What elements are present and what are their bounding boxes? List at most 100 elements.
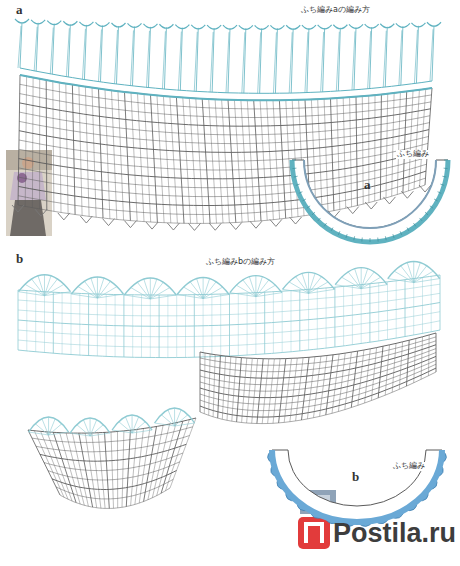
chart-stroke	[411, 23, 425, 27]
chart-stroke	[97, 294, 123, 298]
chart-stroke	[352, 31, 355, 89]
chart-stroke	[399, 342, 402, 390]
chart-stroke	[95, 22, 109, 26]
chart-stroke	[146, 31, 149, 88]
chart-stroke	[12, 205, 24, 212]
chart-stroke	[238, 293, 239, 355]
chart-stroke	[392, 93, 394, 196]
chart-stroke	[270, 219, 282, 226]
chart-stroke	[332, 354, 339, 413]
chart-stroke	[135, 429, 144, 505]
chart-stroke	[242, 358, 247, 423]
chart-stroke	[365, 349, 371, 403]
chart-stroke	[85, 433, 97, 508]
chart-stroke	[150, 278, 151, 299]
chart-stroke	[53, 81, 54, 211]
chart-stroke	[123, 295, 124, 357]
chart-stroke	[273, 359, 280, 424]
chart-stroke	[302, 25, 316, 29]
chart-stroke	[19, 150, 428, 178]
schematic-letter: a	[364, 178, 371, 192]
chart-stroke	[249, 277, 256, 297]
chart-stroke	[44, 275, 45, 296]
chart-stroke	[355, 269, 362, 289]
chart-stroke	[210, 32, 213, 92]
chart-letter: a	[16, 3, 23, 17]
chart-stroke	[296, 184, 300, 185]
chart-stroke	[302, 273, 309, 293]
chart-stroke	[18, 75, 20, 205]
chart-stroke	[32, 78, 34, 208]
chart-stroke	[296, 358, 304, 421]
chart-stroke	[203, 295, 204, 358]
chart-stroke	[58, 213, 70, 220]
chart-stroke	[380, 94, 381, 199]
chart-heading: ふち編みbの編み方	[205, 258, 276, 267]
chart-stroke	[407, 228, 409, 231]
chart-stroke	[47, 21, 61, 25]
chart-stroke	[34, 27, 37, 71]
chart-stroke	[403, 92, 407, 193]
chart-stroke	[203, 278, 204, 299]
chart-stroke	[79, 433, 93, 507]
chart-stroke	[356, 97, 357, 206]
layout-schematic	[268, 450, 447, 526]
chart-stroke	[396, 23, 410, 27]
chart-stroke	[18, 290, 19, 350]
chart-stroke	[392, 343, 396, 392]
chart-stroke	[148, 425, 163, 500]
chart-stroke	[188, 223, 200, 230]
chart-stroke	[204, 353, 206, 414]
chart-stroke	[157, 423, 177, 496]
chart-stroke	[48, 417, 49, 435]
chart-stroke	[178, 32, 181, 91]
chart-stroke	[203, 282, 216, 299]
chart-stroke	[126, 430, 130, 506]
chart-stroke	[351, 351, 357, 407]
chart-stroke	[331, 228, 333, 231]
chart-stroke	[308, 272, 309, 293]
chart-stroke	[127, 23, 141, 27]
chart-stroke	[117, 432, 118, 508]
chart-stroke	[254, 100, 261, 221]
chart-stroke	[349, 24, 363, 28]
chart-stroke	[397, 92, 400, 194]
chart-stroke	[347, 207, 359, 214]
chart-stroke	[290, 358, 297, 422]
chart-stroke	[197, 279, 204, 299]
chart-stroke	[18, 164, 426, 196]
chart-stroke	[84, 281, 97, 298]
chart-stroke	[383, 31, 386, 87]
chart-stroke	[362, 96, 364, 204]
chart-stroke	[302, 357, 310, 420]
chart-stroke	[292, 100, 298, 217]
chart-stroke	[299, 192, 303, 194]
chart-stroke	[49, 432, 69, 435]
chart-b	[18, 262, 440, 509]
chart-stroke	[105, 432, 110, 508]
chart-stroke	[430, 29, 433, 81]
chart-stroke	[284, 358, 291, 422]
chart-stroke	[294, 176, 298, 178]
chart-stroke	[53, 432, 76, 502]
watermark-logo	[298, 517, 330, 549]
chart-stroke	[326, 288, 327, 348]
chart-stroke	[307, 357, 315, 419]
chart-stroke	[176, 97, 184, 223]
chart-stroke	[396, 281, 397, 338]
chart-stroke	[223, 25, 237, 29]
chart-stroke	[318, 25, 332, 29]
chart-stroke	[63, 21, 77, 25]
chart-stroke	[361, 285, 362, 344]
chart-stroke	[369, 284, 370, 342]
chart-stroke	[31, 279, 44, 296]
chart-stroke	[90, 433, 110, 436]
chart-stroke	[273, 32, 276, 93]
chart-stroke	[203, 295, 229, 299]
chart-stroke	[60, 433, 80, 504]
chart-stroke	[353, 236, 355, 240]
chart-stroke	[250, 221, 262, 228]
chart-stroke	[170, 97, 178, 224]
chart-stroke	[401, 266, 414, 283]
chart-stroke	[256, 293, 282, 297]
